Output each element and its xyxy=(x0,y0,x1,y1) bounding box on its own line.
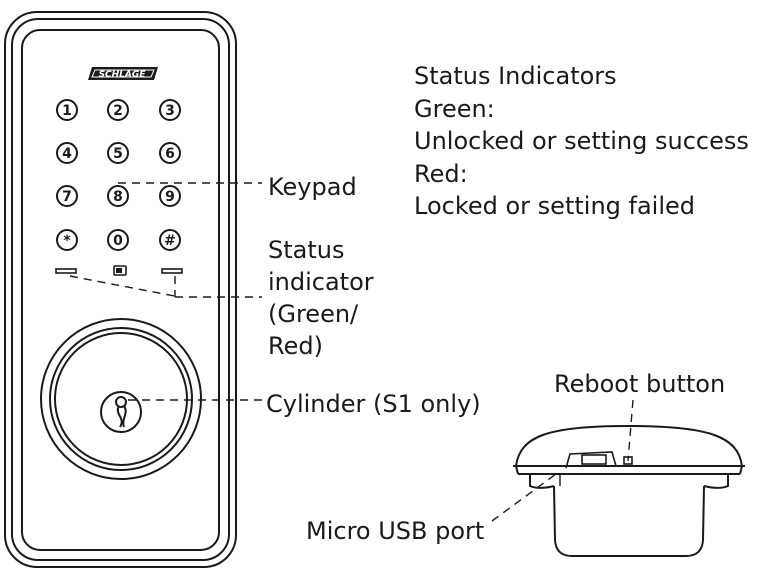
keypad-key-label: * xyxy=(63,233,71,249)
deadbolt-rose xyxy=(40,318,202,480)
legend-line: Green: xyxy=(414,94,495,123)
legend-line: Locked or setting failed xyxy=(414,192,696,220)
reboot-button xyxy=(623,456,633,465)
battery-icon xyxy=(113,265,127,276)
keypad-key[interactable]: # xyxy=(159,229,181,251)
keypad: 1 2 3 4 5 6 7 8 9 * 0 # xyxy=(56,99,181,251)
indicator-leader-left xyxy=(69,275,181,298)
status-indicators-legend: Status Indicators Green: Unlocked or set… xyxy=(414,60,749,223)
keypad-key[interactable]: 4 xyxy=(56,142,78,164)
micro-usb-port xyxy=(581,454,607,465)
reboot-leader xyxy=(627,399,634,462)
keypad-key-label: 0 xyxy=(113,233,123,249)
keypad-key[interactable]: 5 xyxy=(107,142,129,164)
leader-lines xyxy=(69,182,634,522)
legend-title: Status Indicators xyxy=(414,62,617,90)
keypad-key-label: 4 xyxy=(62,146,72,162)
keypad-key-label: 7 xyxy=(62,189,72,205)
indicator-row xyxy=(55,265,183,276)
micro-usb-port-label: Micro USB port xyxy=(306,517,485,545)
keypad-key-label: 6 xyxy=(165,146,175,162)
keypad-key[interactable]: * xyxy=(56,229,78,251)
keypad-key[interactable]: 9 xyxy=(159,185,181,207)
usb-leader xyxy=(491,473,557,522)
keypad-key-label: 9 xyxy=(165,189,175,205)
keypad-label: Keypad xyxy=(268,173,357,201)
keypad-key[interactable]: 8 xyxy=(107,185,129,207)
lock-interior-unit xyxy=(513,424,745,557)
status-indicator-light-left xyxy=(55,268,77,274)
legend-line: Red: xyxy=(414,159,468,188)
keypad-key[interactable]: 1 xyxy=(56,99,78,121)
keypad-key[interactable]: 6 xyxy=(159,142,181,164)
reboot-button-label: Reboot button xyxy=(554,370,726,398)
status-indicator-light-right xyxy=(161,268,183,274)
keypad-key[interactable]: 0 xyxy=(107,229,129,251)
keypad-key[interactable]: 7 xyxy=(56,185,78,207)
keypad-key[interactable]: 2 xyxy=(107,99,129,121)
brand-text: SCHLAGE xyxy=(99,70,147,80)
brand-logo: SCHLAGE xyxy=(88,67,158,80)
cylinder-label: Cylinder (S1 only) xyxy=(266,390,481,418)
keypad-key[interactable]: 3 xyxy=(159,99,181,121)
status-indicator-label: Status indicator (Green/ Red) xyxy=(268,236,374,360)
keypad-key-label: # xyxy=(164,233,176,249)
legend-line: Unlocked or setting success xyxy=(414,127,749,155)
cylinder-keyhole xyxy=(100,391,142,433)
keypad-key-label: 2 xyxy=(113,103,123,119)
keypad-key-label: 5 xyxy=(113,146,123,162)
lock-front-body xyxy=(4,11,237,568)
keypad-key-label: 1 xyxy=(62,103,72,119)
keypad-key-label: 8 xyxy=(113,189,123,205)
keypad-key-label: 3 xyxy=(165,103,175,119)
